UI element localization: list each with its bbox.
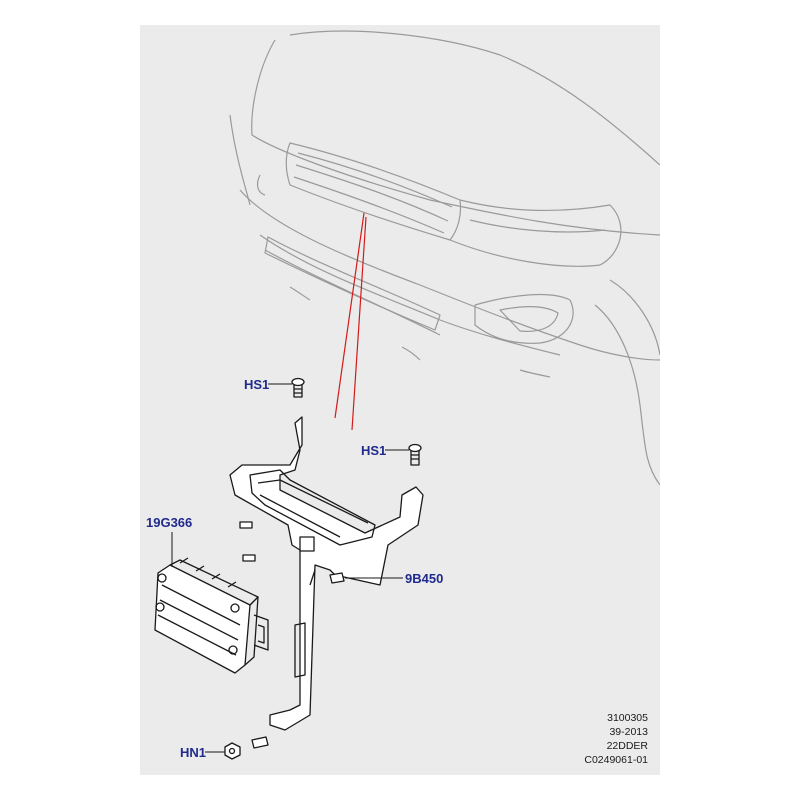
module-19g366 [154,557,269,674]
callout-bracket: 9B450 [405,571,444,586]
nut-hn1 [224,742,241,760]
screw-hs1-upper [291,377,305,398]
callout-nut: HN1 [180,745,207,760]
exploded-view-drawing [154,30,660,760]
callout-hs1-lower: HS1 [361,443,387,458]
reference-line-1: 3100305 [607,712,648,724]
screw-hs1-lower [408,443,422,466]
callout-leaders [171,383,409,753]
vehicle-front-outline [229,30,660,486]
callout-module: 19G366 [146,515,193,530]
location-leader-lines [334,212,367,431]
drawing-reference-block: 3100305 39-2013 22DDER C0249061-01 [584,711,648,767]
reference-line-3: 22DDER [606,740,648,752]
reference-line-2: 39-2013 [609,726,648,738]
diagram-sheet: HS1 HS1 19G366 9B450 HN1 3100305 39-2013… [140,25,660,775]
bracket-studs [239,521,345,749]
callout-hs1-upper: HS1 [244,377,270,392]
reference-line-4: C0249061-01 [584,754,648,766]
parts-drawing [154,377,424,760]
bracket-9b450 [229,416,424,731]
